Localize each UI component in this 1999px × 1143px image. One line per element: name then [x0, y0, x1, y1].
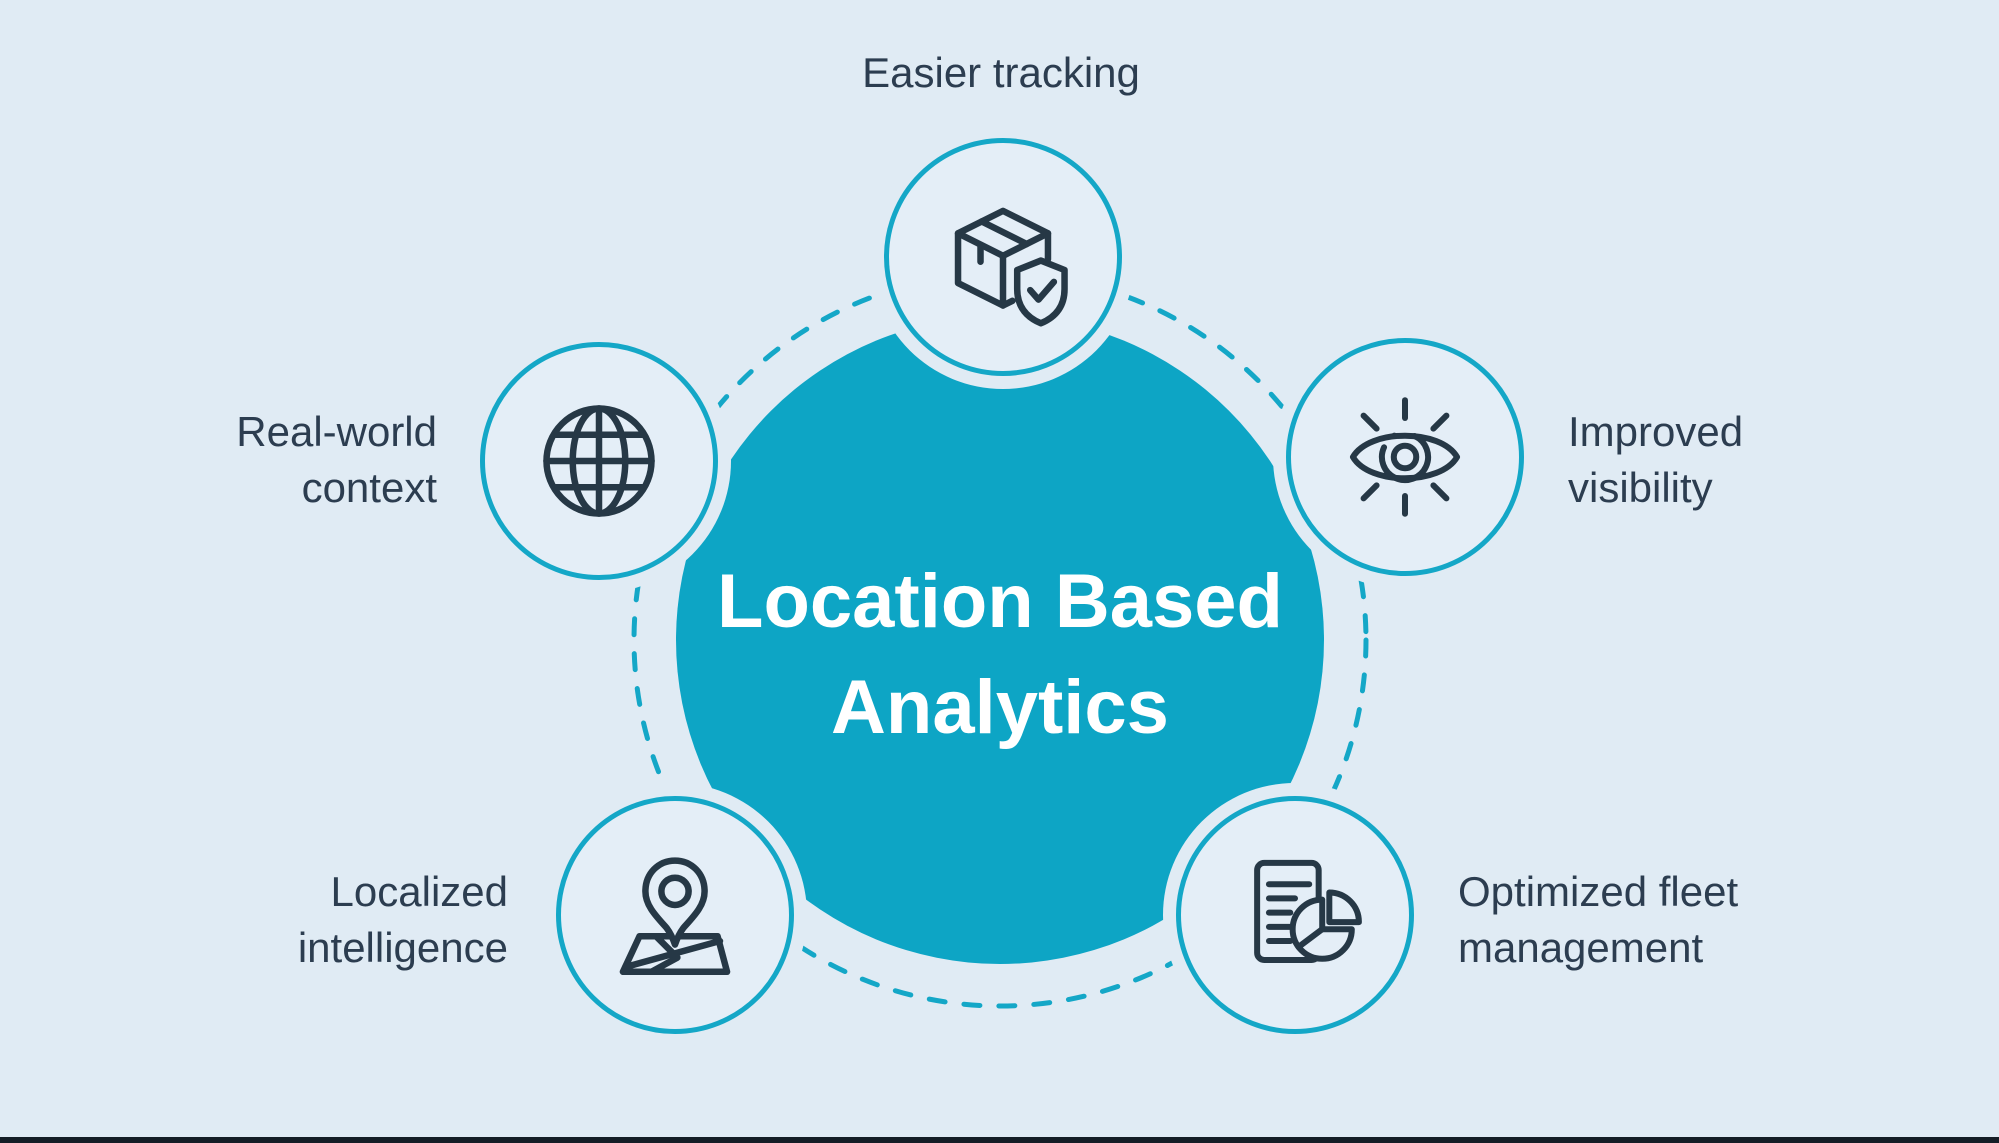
label-easier-tracking: Easier tracking — [862, 49, 1140, 96]
label-real-world-context: Real-world context — [236, 408, 437, 511]
package-shield-icon — [932, 186, 1074, 328]
node-optimized-fleet — [1176, 796, 1414, 1034]
eye-rays-icon — [1334, 386, 1476, 528]
node-real-world-context — [480, 342, 718, 580]
node-localized-intelligence — [556, 796, 794, 1034]
label-improved-visibility: Improved visibility — [1568, 408, 1744, 511]
globe-icon — [524, 386, 674, 536]
map-pin-icon — [604, 844, 746, 986]
label-localized-intelligence: Localized intelligence — [297, 868, 508, 971]
node-easier-tracking — [884, 138, 1122, 376]
node-improved-visibility — [1286, 338, 1524, 576]
report-pie-icon — [1224, 844, 1366, 986]
diagram-title: Location Based Analytics — [717, 559, 1283, 750]
bottom-edge-bar — [0, 1137, 1999, 1143]
label-optimized-fleet: Optimized fleet management — [1458, 868, 1739, 971]
